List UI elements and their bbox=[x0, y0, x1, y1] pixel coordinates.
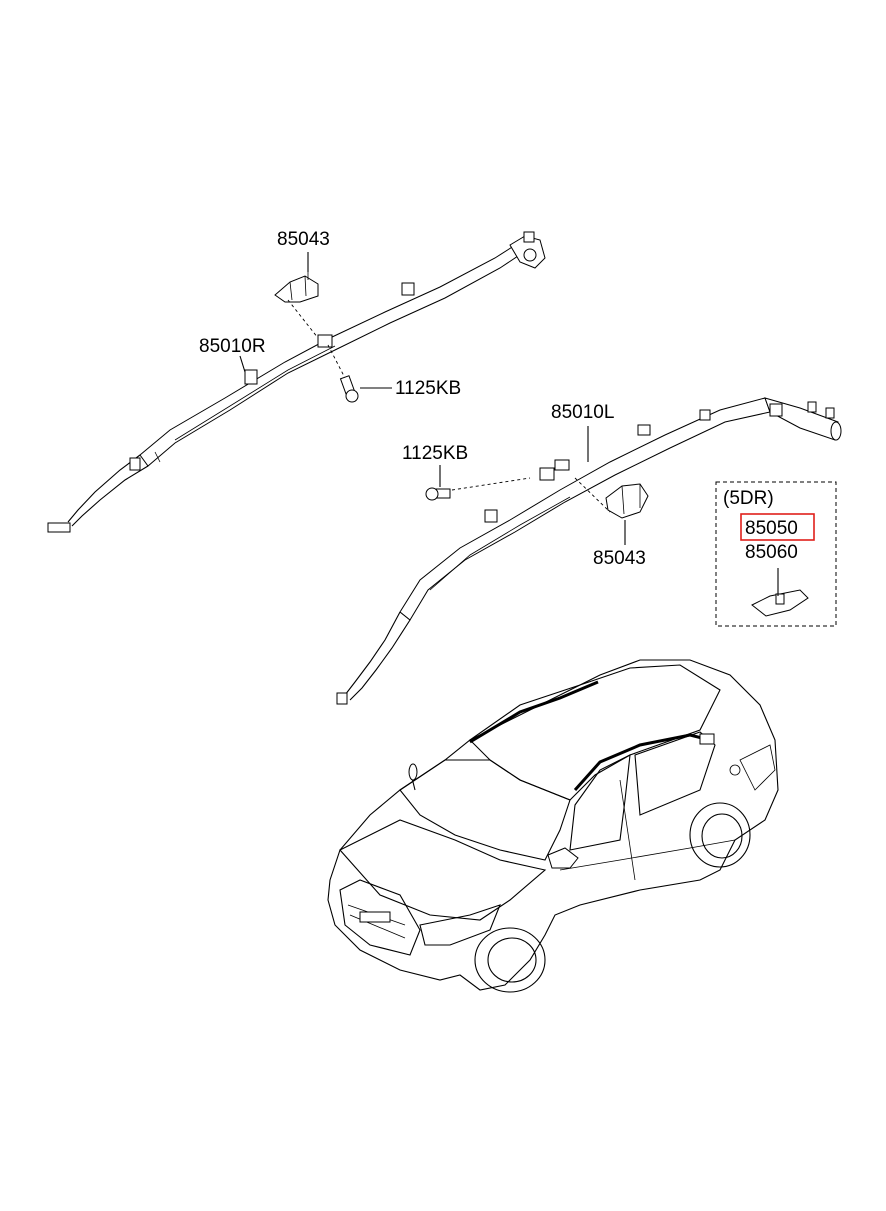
car-illustration bbox=[327, 659, 779, 993]
label-curtain-left: 85010L bbox=[551, 402, 614, 423]
label-part-5dr: 85060 bbox=[745, 542, 798, 563]
highlight-box bbox=[740, 513, 815, 541]
bracket-left[interactable] bbox=[605, 483, 649, 519]
bolt-right[interactable] bbox=[327, 344, 359, 403]
bolt-left[interactable] bbox=[425, 477, 531, 501]
curtain-airbag-right[interactable] bbox=[47, 231, 546, 533]
sensor-5dr[interactable] bbox=[751, 589, 809, 617]
label-variant-5dr: (5DR) bbox=[723, 488, 774, 509]
variant-5dr-box bbox=[715, 481, 837, 627]
label-curtain-right: 85010R bbox=[199, 336, 266, 357]
label-bracket-right: 85043 bbox=[277, 229, 330, 250]
label-bolt-left: 1125KB bbox=[402, 443, 468, 464]
label-part-highlighted[interactable]: 85050 bbox=[745, 518, 798, 539]
label-bracket-left: 85043 bbox=[593, 548, 646, 569]
bracket-right[interactable] bbox=[274, 270, 319, 303]
label-bolt-right: 1125KB bbox=[395, 378, 461, 399]
curtain-airbag-left[interactable] bbox=[336, 397, 842, 705]
